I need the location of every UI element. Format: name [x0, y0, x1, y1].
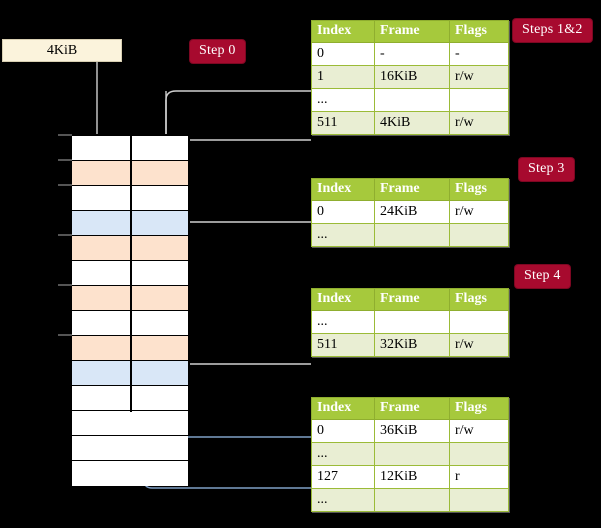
- table-cell: r: [449, 465, 509, 489]
- table-cell: 16KiB: [374, 65, 450, 89]
- table-cell: ...: [311, 442, 375, 466]
- table-cell: [449, 310, 509, 334]
- table-cell: ...: [311, 88, 375, 112]
- memory-tick: [58, 334, 72, 336]
- table-cell: ...: [311, 488, 375, 512]
- memory-frame-row: [72, 436, 188, 461]
- table-row: ...: [311, 310, 509, 334]
- table-cell: r/w: [449, 65, 509, 89]
- column-header: Frame: [374, 178, 450, 201]
- memory-tick: [58, 159, 72, 161]
- memory-frame-row: [72, 461, 188, 486]
- column-header: Flags: [449, 20, 509, 43]
- memory-tick: [58, 234, 72, 236]
- table-cell: 511: [311, 333, 375, 357]
- memory-tick: [58, 134, 72, 136]
- column-header: Frame: [374, 20, 450, 43]
- table-cell: ...: [311, 310, 375, 334]
- column-header: Frame: [374, 397, 450, 420]
- table-cell: -: [449, 42, 509, 66]
- badge-step-3: Step 3: [519, 158, 574, 181]
- source-frame-label: 4KiB: [46, 43, 78, 58]
- column-header: Flags: [449, 288, 509, 311]
- table-cell: 24KiB: [374, 200, 450, 224]
- table-cell: 0: [311, 419, 375, 443]
- table-cell: [374, 223, 450, 247]
- table-cell: -: [374, 42, 450, 66]
- memory-column-divider: [130, 136, 132, 412]
- source-frame-box: 4KiB: [2, 39, 122, 62]
- table-cell: r/w: [449, 200, 509, 224]
- badge-step-4: Step 4: [515, 265, 570, 288]
- table-cell: [374, 88, 450, 112]
- memory-tick: [58, 184, 72, 186]
- table-cell: r/w: [449, 111, 509, 135]
- memory-tick: [58, 284, 72, 286]
- table-row: ...: [311, 88, 509, 112]
- table-cell: r/w: [449, 333, 509, 357]
- table-cell: 127: [311, 465, 375, 489]
- badge-steps-1-2: Steps 1&2: [513, 19, 592, 42]
- table-row: ...: [311, 223, 509, 247]
- table-cell: 1: [311, 65, 375, 89]
- column-header: Index: [311, 288, 375, 311]
- table-cell: [374, 442, 450, 466]
- table-cell: ...: [311, 223, 375, 247]
- table-cell: 32KiB: [374, 333, 450, 357]
- table-cell: [374, 488, 450, 512]
- table-row: 0--: [311, 42, 509, 66]
- column-header: Frame: [374, 288, 450, 311]
- table-cell: [449, 442, 509, 466]
- column-header: Index: [311, 20, 375, 43]
- table-cell: [449, 488, 509, 512]
- column-header: Flags: [449, 397, 509, 420]
- physical-memory: [58, 128, 192, 486]
- table-cell: [449, 88, 509, 112]
- table-cell: [374, 310, 450, 334]
- column-header: Index: [311, 178, 375, 201]
- table-cell: 12KiB: [374, 465, 450, 489]
- badge-step-0: Step 0: [190, 40, 245, 63]
- memory-frame-column: [70, 134, 190, 486]
- table-cell: 0: [311, 200, 375, 224]
- table-row: ...: [311, 488, 509, 512]
- table-cell: r/w: [449, 419, 509, 443]
- table-cell: 4KiB: [374, 111, 450, 135]
- table-row: ...: [311, 442, 509, 466]
- table-cell: [449, 223, 509, 247]
- table-cell: 0: [311, 42, 375, 66]
- column-header: Index: [311, 397, 375, 420]
- table-cell: 511: [311, 111, 375, 135]
- memory-frame-row: [72, 411, 188, 436]
- table-cell: 36KiB: [374, 419, 450, 443]
- column-header: Flags: [449, 178, 509, 201]
